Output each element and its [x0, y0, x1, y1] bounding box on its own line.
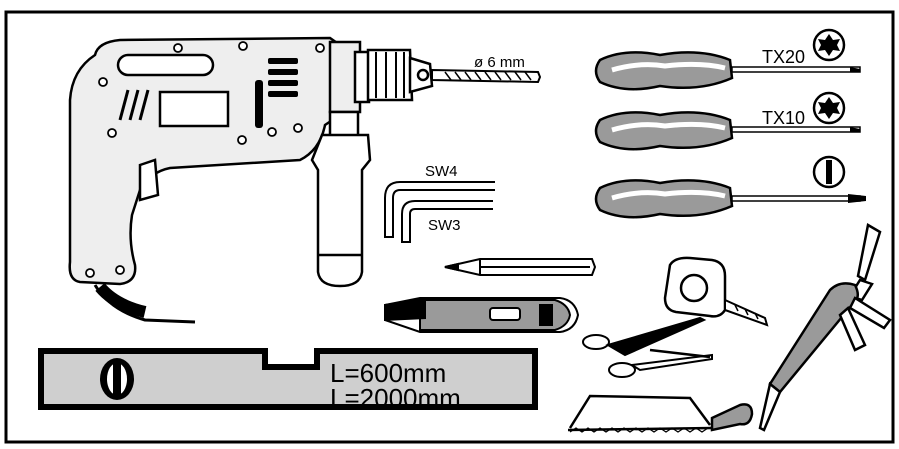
hex-key-large-label: SW4 [425, 163, 458, 180]
screwdriver-tx10-icon [594, 111, 861, 151]
spirit-level-icon [38, 348, 538, 410]
screwdriver-tx20-icon [594, 51, 861, 91]
caulking-gun-icon [758, 223, 892, 432]
screwdriver-tx10-label: TX10 [762, 108, 805, 128]
torx-bit-icon [812, 91, 846, 125]
level-length-short-label: L=600mm [330, 358, 446, 388]
hacksaw-icon [567, 394, 754, 433]
level-length-long-label: L=2000mm [330, 383, 461, 413]
drill-bit-size-label: ø 6 mm [474, 54, 525, 71]
slotted-bit-icon [812, 155, 846, 189]
tape-measure-icon [663, 256, 769, 327]
screwdriver-tx20-label: TX20 [762, 47, 805, 67]
power-drill-icon [68, 36, 542, 324]
utility-knife-icon [384, 297, 580, 333]
diagram-frame [4, 10, 895, 444]
torx-bit-icon [812, 28, 846, 62]
scissors-icon [582, 316, 713, 378]
pencil-icon [444, 258, 597, 276]
screwdriver-slotted-icon [594, 179, 866, 219]
hex-keys-icon [384, 181, 495, 243]
hex-key-small-label: SW3 [428, 217, 461, 234]
